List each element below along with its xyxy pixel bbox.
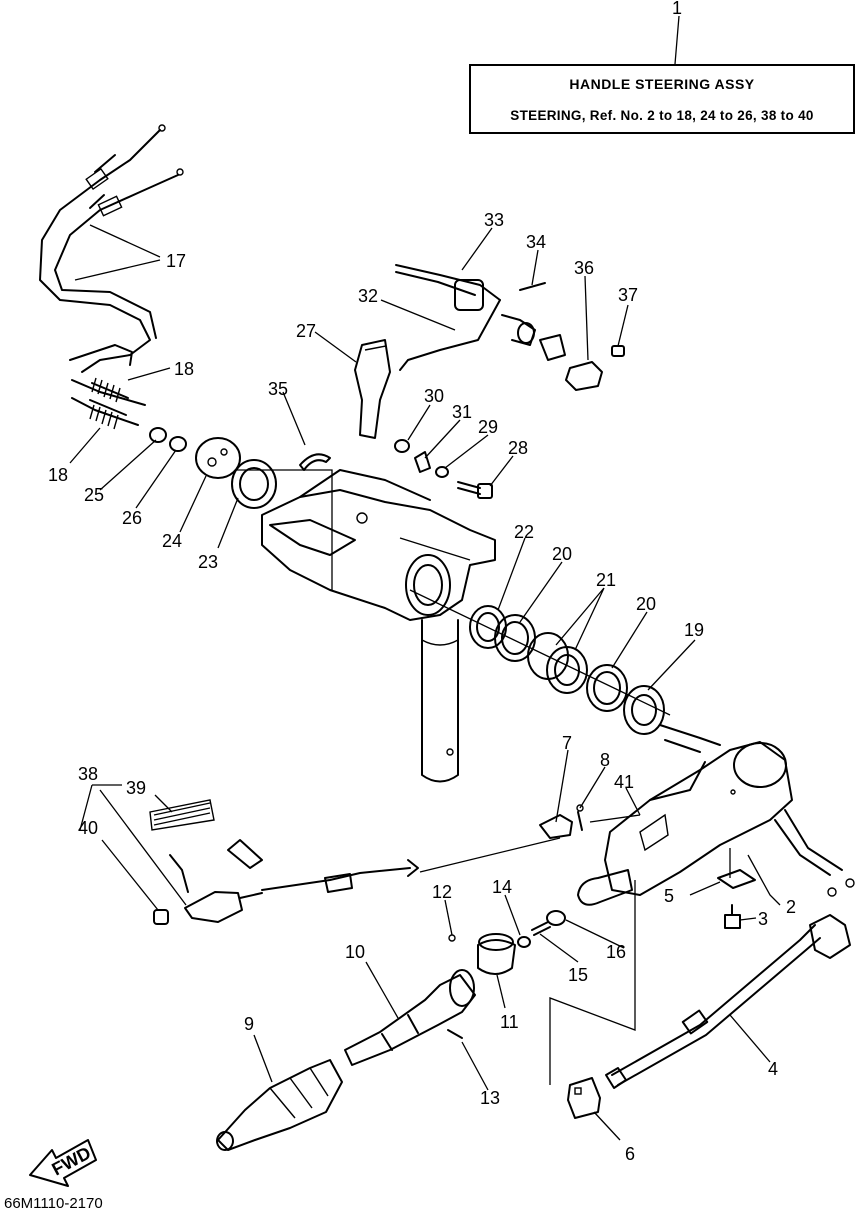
part-38-40-kill-switch: [149, 799, 263, 925]
assembly-subtitle: STEERING, Ref. No. 2 to 18, 24 to 26, 38…: [510, 108, 814, 123]
part-32-34-link: [395, 264, 566, 371]
callout-11: 11: [500, 1012, 519, 1032]
part-18-cable-ends: [69, 344, 146, 430]
callout-17: 17: [166, 251, 186, 271]
part-17-throttle-cables: [39, 124, 184, 373]
callout-5: 5: [664, 886, 674, 906]
callout-21: 21: [596, 570, 616, 590]
part-2-steering-handle: [577, 724, 855, 906]
callout-36: 36: [574, 258, 594, 278]
assembly-title: HANDLE STEERING ASSY: [569, 76, 755, 92]
part-27-lever: [354, 339, 391, 439]
callout-32: 32: [358, 286, 378, 306]
callout-4: 4: [768, 1059, 778, 1079]
callout-1: 1: [672, 0, 682, 18]
callout-23: 23: [198, 552, 218, 572]
steering-bracket: [261, 469, 496, 621]
callout-40: 40: [78, 818, 98, 838]
kill-switch-wire: [261, 859, 419, 893]
callout-37: 37: [618, 285, 638, 305]
callout-12: 12: [432, 882, 452, 902]
part-10-throttle-shaft: [344, 969, 476, 1066]
callout-3: 3: [758, 909, 768, 929]
part-11-16-collar-parts: [448, 910, 566, 975]
callout-31: 31: [452, 402, 472, 422]
callout-20a: 20: [552, 544, 572, 564]
callout-25: 25: [84, 485, 104, 505]
callout-numbers: 1 2 3 4 5 6 7 8 9 10 11 12 13 14 15 16 1…: [48, 0, 796, 1164]
part-24-26-cable-plate: [149, 427, 241, 479]
callout-28: 28: [508, 438, 528, 458]
callout-2: 2: [786, 897, 796, 917]
callout-29: 29: [478, 417, 498, 437]
callout-18a: 18: [174, 359, 194, 379]
callout-22: 22: [514, 522, 534, 542]
callout-7: 7: [562, 733, 572, 753]
part-19-22-washers: [469, 605, 665, 735]
callout-19: 19: [684, 620, 704, 640]
part-35-clip: [299, 453, 331, 471]
callout-10: 10: [345, 942, 365, 962]
callout-24: 24: [162, 531, 182, 551]
callout-9: 9: [244, 1014, 254, 1034]
part-6-bracket: [567, 1077, 601, 1119]
callout-20b: 20: [636, 594, 656, 614]
steering-shaft-tube: [421, 619, 459, 783]
callout-33: 33: [484, 210, 504, 230]
fwd-arrow: FWD: [29, 1139, 97, 1187]
callout-18b: 18: [48, 465, 68, 485]
callout-41: 41: [614, 772, 634, 792]
callout-8: 8: [600, 750, 610, 770]
callout-16: 16: [606, 942, 626, 962]
callout-35: 35: [268, 379, 288, 399]
reference-lines: [237, 469, 731, 1085]
part-23-washer: [231, 459, 277, 509]
part-28-31-fasteners: [394, 439, 493, 499]
callout-6: 6: [625, 1144, 635, 1164]
callout-26: 26: [122, 508, 142, 528]
part-9-grip: [216, 1059, 343, 1151]
callout-38: 38: [78, 764, 98, 784]
callout-27: 27: [296, 321, 316, 341]
callout-14: 14: [492, 877, 512, 897]
callout-39: 39: [126, 778, 146, 798]
drawing-code: 66M1110-2170: [4, 1195, 103, 1212]
callout-34: 34: [526, 232, 546, 252]
callout-13: 13: [480, 1088, 500, 1108]
part-7-8-pin: [539, 804, 584, 839]
assembly-header-box: HANDLE STEERING ASSY STEERING, Ref. No. …: [469, 64, 855, 134]
callout-15: 15: [568, 965, 588, 985]
leader-lines: [69, 15, 781, 1141]
part-3-5-plate-bolt: [717, 869, 756, 929]
part-4-shaft: [605, 914, 851, 1089]
part-36-37: [565, 345, 625, 391]
callout-30: 30: [424, 386, 444, 406]
